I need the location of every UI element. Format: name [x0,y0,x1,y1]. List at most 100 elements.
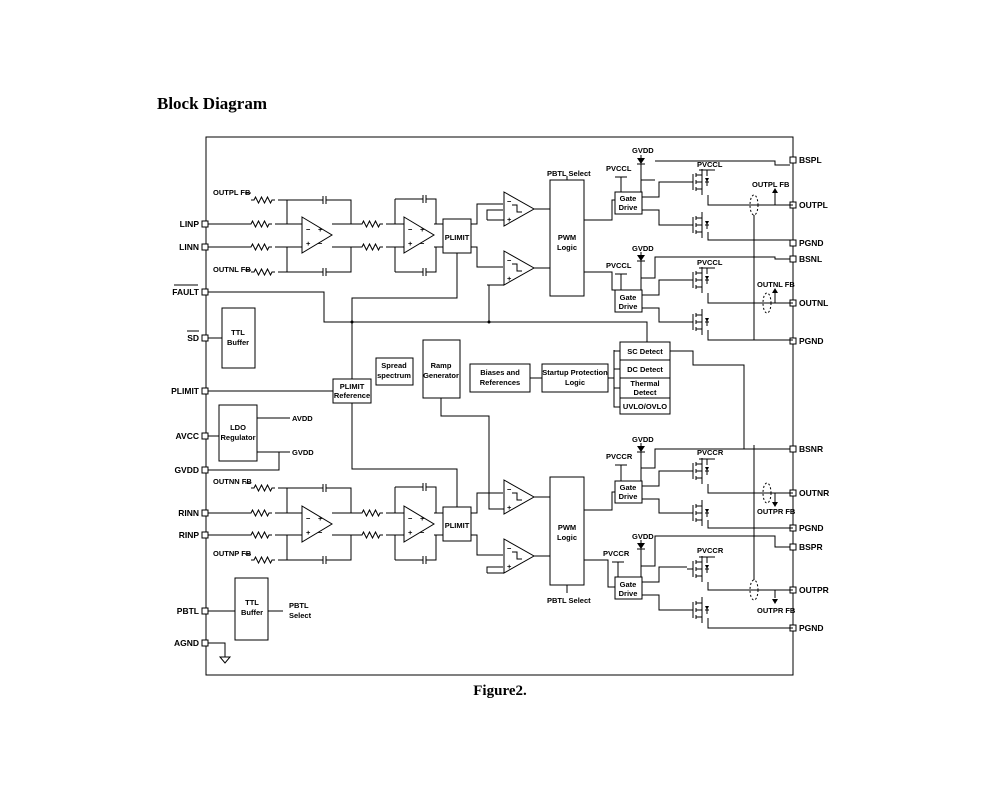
svg-text:Drive: Drive [619,203,638,212]
svg-text:PLIMIT: PLIMIT [445,233,470,242]
svg-text:Logic: Logic [565,378,585,387]
svg-text:PVCCL: PVCCL [697,160,723,169]
svg-text:Buffer: Buffer [227,338,249,347]
pin-outnr: OUTNR [789,488,829,498]
svg-text:PGND: PGND [799,336,824,346]
pin-rinp: RINP [179,530,209,540]
svg-text:UVLO/OVLO: UVLO/OVLO [623,402,667,411]
svg-text:PVCCR: PVCCR [697,546,724,555]
svg-text:PGND: PGND [799,623,824,633]
svg-text:AVCC: AVCC [176,431,199,441]
svg-text:Gate: Gate [620,483,637,492]
svg-text:OUTPR FB: OUTPR FB [757,606,796,615]
svg-text:RINN: RINN [178,508,199,518]
pin-rinn: RINN [178,508,209,518]
ground-symbol [208,642,232,664]
chip-outline [205,136,794,676]
ldo-regulator: LDO Regulator [218,404,258,462]
left-pins: LINP LINN FAULT SD PLIMIT AVCC GVDD [171,219,209,648]
pin-pgnd-2: PGND [789,336,824,346]
svg-text:PLIMIT: PLIMIT [171,386,200,396]
ttl-buffer-bottom: TTL Buffer [234,577,269,641]
svg-text:Gate: Gate [620,580,637,589]
svg-text:FAULT: FAULT [172,287,200,297]
svg-text:PBTL Select: PBTL Select [547,169,591,178]
svg-text:LINP: LINP [180,219,200,229]
pin-outpr: OUTPR [789,585,829,595]
svg-text:TTL: TTL [231,328,245,337]
svg-text:OUTNL FB: OUTNL FB [757,280,795,289]
svg-text:PGND: PGND [799,238,824,248]
svg-text:PBTL Select: PBTL Select [547,596,591,605]
svg-text:Biases and: Biases and [480,368,520,377]
pin-outnl: OUTNL [789,298,828,308]
svg-text:PBTL: PBTL [289,601,309,610]
svg-text:PVCCR: PVCCR [697,448,724,457]
left-input-stage: OUTPL FB OUTNL FB [208,188,443,277]
svg-text:TTL: TTL [245,598,259,607]
svg-text:OUTNL FB: OUTNL FB [213,265,251,274]
svg-text:LINN: LINN [179,242,199,252]
svg-text:Spread: Spread [381,361,407,370]
svg-text:Thermal: Thermal [630,379,659,388]
svg-text:GVDD: GVDD [632,532,654,541]
svg-text:PWM: PWM [558,523,576,532]
biases-references: Biases and References [469,363,531,393]
spread-spectrum: Spread spectrum [375,357,414,386]
svg-text:PVCCL: PVCCL [606,164,632,173]
pin-fault: FAULT [172,284,209,297]
pin-agnd: AGND [174,638,209,648]
svg-text:Gate: Gate [620,194,637,203]
pin-bspl: BSPL [789,155,822,165]
svg-text:Startup Protection: Startup Protection [542,368,608,377]
svg-text:GVDD: GVDD [292,448,314,457]
pin-plimit: PLIMIT [171,386,209,396]
right-pins: BSPL OUTPL PGND BSNL OUTNL PGND BSNR OUT… [789,155,829,633]
svg-text:OUTNR: OUTNR [799,488,829,498]
svg-text:OUTPL FB: OUTPL FB [752,180,790,189]
svg-text:Drive: Drive [619,492,638,501]
detect-stack: SC Detect DC Detect Thermal Detect UVLO/… [619,341,671,415]
svg-text:GVDD: GVDD [632,244,654,253]
svg-text:PGND: PGND [799,523,824,533]
svg-text:Buffer: Buffer [241,608,263,617]
svg-text:References: References [480,378,520,387]
svg-text:OUTPR FB: OUTPR FB [757,507,796,516]
pin-pbtl: PBTL [177,606,209,616]
ramp-generator: Ramp Generator [422,339,461,399]
svg-text:PWM: PWM [558,233,576,242]
svg-text:OUTNL: OUTNL [799,298,828,308]
plimit-block-bottom: PLIMIT [442,506,472,542]
startup-protection: Startup Protection Logic [541,363,609,393]
pin-gvdd: GVDD [174,465,209,475]
pin-bsnr: BSNR [789,444,823,454]
svg-text:SC Detect: SC Detect [627,347,663,356]
svg-text:Generator: Generator [423,371,459,380]
svg-text:PVCCR: PVCCR [606,452,633,461]
svg-text:Select: Select [289,611,312,620]
svg-text:GVDD: GVDD [632,146,654,155]
svg-text:PLIMIT: PLIMIT [445,521,470,530]
plimit-reference: PLIMIT Reference [332,378,372,404]
svg-text:GVDD: GVDD [632,435,654,444]
svg-text:PLIMIT: PLIMIT [340,382,365,391]
pwm-logic-top: PWM Logic [549,179,585,297]
gate-drive-1: Gate Drive [614,191,643,215]
pin-outpl: OUTPL [789,200,828,210]
svg-text:spectrum: spectrum [377,371,411,380]
pin-pgnd-3: PGND [789,523,824,533]
svg-text:BSPR: BSPR [799,542,823,552]
pin-avcc: AVCC [176,431,209,441]
svg-text:PVCCR: PVCCR [603,549,630,558]
svg-text:BSNL: BSNL [799,254,822,264]
svg-text:AGND: AGND [174,638,199,648]
svg-text:OUTPL: OUTPL [799,200,828,210]
svg-text:LDO: LDO [230,423,246,432]
svg-text:RINP: RINP [179,530,200,540]
pin-sd: SD [187,330,209,343]
svg-text:PVCCL: PVCCL [697,258,723,267]
pin-pgnd-1: PGND [789,238,824,248]
gate-drive-2: Gate Drive [614,289,643,313]
svg-text:Detect: Detect [634,388,657,397]
